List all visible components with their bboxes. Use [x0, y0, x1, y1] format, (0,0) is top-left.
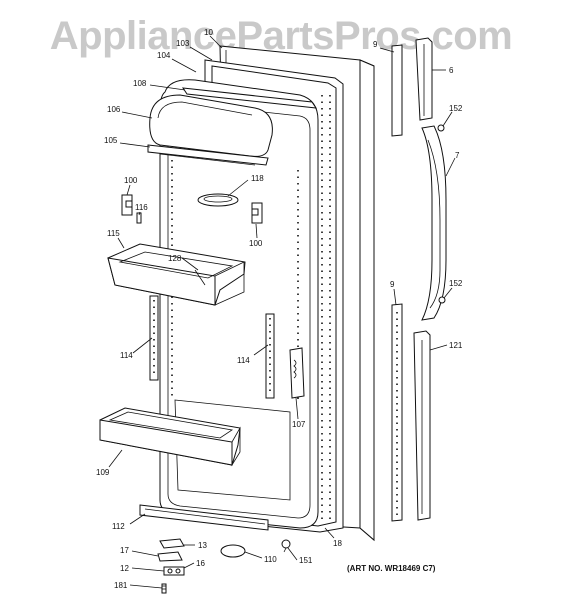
callout-151: 151 [299, 556, 313, 565]
callout-12: 12 [120, 564, 129, 573]
handle-trim-top [391, 44, 403, 137]
callout-114-right: 114 [237, 356, 250, 365]
leader-lines [108, 35, 456, 589]
callout-116: 116 [135, 203, 148, 212]
callout-6: 6 [449, 66, 454, 75]
bottom-trim [139, 504, 269, 531]
callout-181: 181 [114, 581, 128, 590]
callout-115: 115 [107, 229, 120, 238]
door-handle [421, 125, 447, 321]
screw-116 [136, 212, 142, 224]
callout-18: 18 [333, 539, 342, 548]
callout-110: 110 [264, 555, 277, 564]
door-shelf-bin-lower [99, 407, 241, 467]
shelf-rail-right [265, 313, 275, 399]
callout-100-right: 100 [249, 239, 263, 248]
callout-103: 103 [176, 39, 190, 48]
dairy-compartment [147, 94, 273, 166]
screw-152-bottom [438, 296, 446, 304]
handle-trim-bottom [391, 303, 403, 522]
callout-16: 16 [196, 559, 205, 568]
callout-9-bottom: 9 [390, 280, 395, 289]
callout-128: 128 [168, 254, 182, 263]
callout-9-top: 9 [373, 40, 378, 49]
cap-110 [220, 544, 246, 558]
hinge-assembly [157, 538, 185, 594]
watermark: AppliancePartsPros.com [49, 14, 513, 58]
shelf-support-right [251, 202, 263, 224]
callout-152-bottom: 152 [449, 279, 463, 288]
callout-100-left: 100 [124, 176, 138, 185]
callout-10: 10 [204, 28, 213, 37]
callout-13: 13 [198, 541, 207, 550]
screw-151 [281, 539, 291, 553]
door-shelf-bin-upper [107, 243, 246, 306]
callout-104: 104 [157, 51, 171, 60]
callout-118: 118 [251, 174, 264, 183]
callout-105: 105 [104, 136, 118, 145]
callout-109: 109 [96, 468, 110, 477]
callout-121: 121 [449, 341, 463, 350]
callout-108: 108 [133, 79, 147, 88]
liner-handle [197, 193, 239, 207]
handle-end-cap-top [415, 37, 433, 121]
art-number: (ART NO. WR18469 C7) [347, 564, 436, 573]
screw-152-top [437, 124, 445, 132]
callout-152-top: 152 [449, 104, 463, 113]
callout-112: 112 [112, 522, 125, 531]
callout-114-left: 114 [120, 351, 133, 360]
callout-7: 7 [455, 151, 460, 160]
bracket-107 [289, 347, 305, 399]
callout-labels: 10 103 104 108 106 105 100 116 115 128 1… [96, 28, 463, 590]
shelf-support-left [121, 194, 133, 216]
callout-107: 107 [292, 420, 306, 429]
liner-top-frame [181, 87, 318, 109]
handle-end-cap-bottom [413, 330, 431, 521]
callout-106: 106 [107, 105, 121, 114]
callout-17: 17 [120, 546, 129, 555]
shelf-rail-left [149, 295, 159, 381]
